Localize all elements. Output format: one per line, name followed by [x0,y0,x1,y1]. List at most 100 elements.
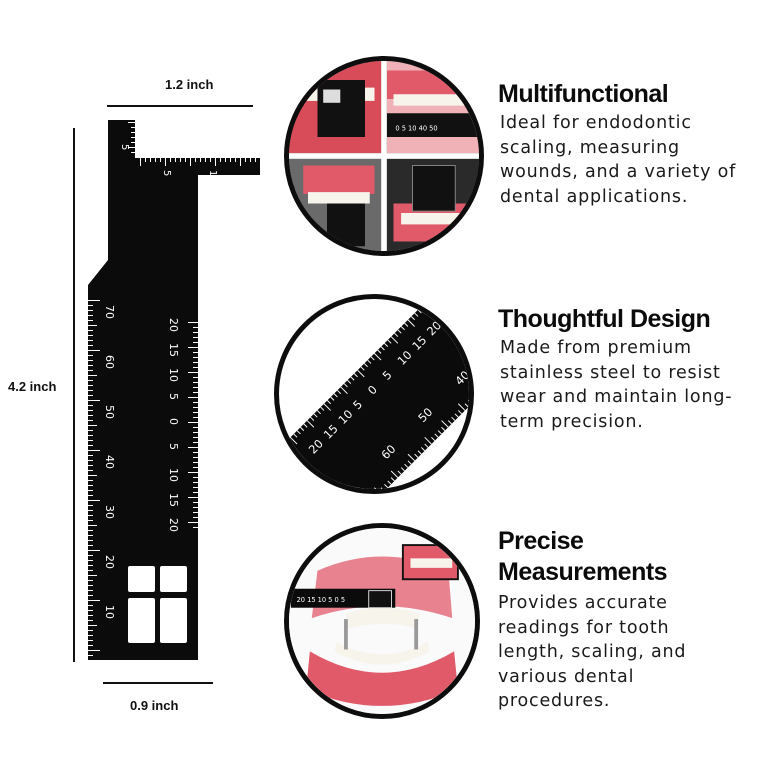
feature-line: length, scaling, and [498,642,687,662]
long-scale-tick [88,430,93,431]
long-scale-tick [88,415,93,416]
foot-tick [131,152,135,153]
closeup-tick [367,359,372,364]
long-scale-tick [88,520,93,521]
feature-line: readings for tooth [498,617,670,638]
ruler-window-4 [160,598,187,643]
closeup-tick [347,379,352,384]
closeup-tick [457,410,462,415]
closeup-tick [310,416,315,421]
closeup-tick [447,420,452,425]
long-scale-tick [88,450,100,451]
foot-tick [230,158,231,162]
center-scale-tick [193,357,198,358]
center-scale-tick [193,402,198,403]
center-scale-number: 10 [167,468,180,482]
feature-desc-multifunctional: Ideal for endodontic scaling, measuring … [500,111,736,209]
foot-tick [235,158,236,162]
closeup-ticks [279,299,469,489]
closeup-tick [333,393,338,398]
foot-tick [185,158,186,162]
closeup-tick [340,386,348,394]
closeup-tick [397,329,402,334]
long-scale-tick [88,550,100,551]
closeup-tick [300,426,305,431]
closeup-lower-number: 40 [452,368,469,388]
foot-tick [240,158,241,166]
foot-tick [195,158,196,162]
foot-tick [128,122,135,123]
long-scale-tick [88,515,93,516]
closeup-tick [326,400,332,405]
long-scale-tick [88,305,93,306]
closeup-tick [290,436,298,445]
closeup-tick [357,369,365,378]
closeup-tick [387,480,392,485]
long-scale-tick [88,455,93,456]
width-bottom-label: 0.9 inch [130,698,179,713]
closeup-tick [400,467,405,472]
long-scale-number: 20 [103,555,116,569]
long-scale-tick [88,440,93,441]
closeup-tick [400,326,405,331]
closeup-tick [337,389,342,394]
closeup-tick [441,420,449,428]
closeup-tick [283,443,288,448]
long-scale-tick [88,570,93,571]
ruler-body [88,120,260,660]
foot-tick [175,158,176,162]
feature-desc-precise-measurements: Provides accurate readings for tooth len… [498,591,686,714]
center-scale-tick [193,427,198,428]
feature-line: term precision. [500,411,644,432]
long-scale-tick [88,345,93,346]
center-scale-tick [193,432,198,433]
long-scale-tick [88,465,93,466]
long-scale-tick [88,605,93,606]
center-scale-tick [193,407,198,408]
long-scale-tick [88,555,93,556]
feature-title-line: Measurements [498,558,668,586]
center-scale-number: 10 [167,368,180,382]
center-scale-tick [188,422,198,423]
long-scale-tick [88,535,93,536]
feature-line: procedures. [498,691,611,711]
feature-line: stainless steel to resist [500,362,721,383]
closeup-tick [414,312,419,317]
long-scale-tick [88,490,93,491]
foot-tick [245,158,246,162]
photo-circle-dental-collage: 0 5 10 40 50 [284,56,484,256]
closeup-tick [279,450,281,455]
center-scale-tick [193,392,198,393]
center-scale-tick [193,382,198,383]
closeup-tick [390,477,395,482]
closeup-tick [306,420,315,428]
center-scale-number: 5 [167,443,180,450]
long-scale-tick [88,340,93,341]
closeup-tick [417,450,422,455]
feature-title-line: Precise [498,527,584,555]
foot-tick [255,158,256,162]
closeup-tick [343,383,348,388]
center-scale-tick [193,492,198,493]
long-scale-tick [88,500,100,501]
feature-title-thoughtful-design: Thoughtful Design [498,305,711,333]
feature-line: wounds, and a variety of [500,162,737,182]
closeup-tick [451,416,456,421]
foot-tick [131,142,135,143]
center-scale-tick [193,332,198,333]
closeup-tick [414,453,419,458]
foot-tick [128,147,135,148]
long-scale-tick [88,595,93,596]
long-scale-tick [88,495,93,496]
closeup-tick [384,484,389,489]
width-top-line [107,105,253,107]
foot-number-right: 15 [207,170,218,183]
center-scale-number: 20 [167,318,180,332]
center-scale-tick [193,387,198,388]
long-scale-tick [88,600,100,601]
closeup-tick [353,373,358,378]
center-scale-tick [193,527,198,528]
closeup-tick [286,440,291,445]
closeup-tick [457,403,466,411]
foot-tick [165,158,166,166]
